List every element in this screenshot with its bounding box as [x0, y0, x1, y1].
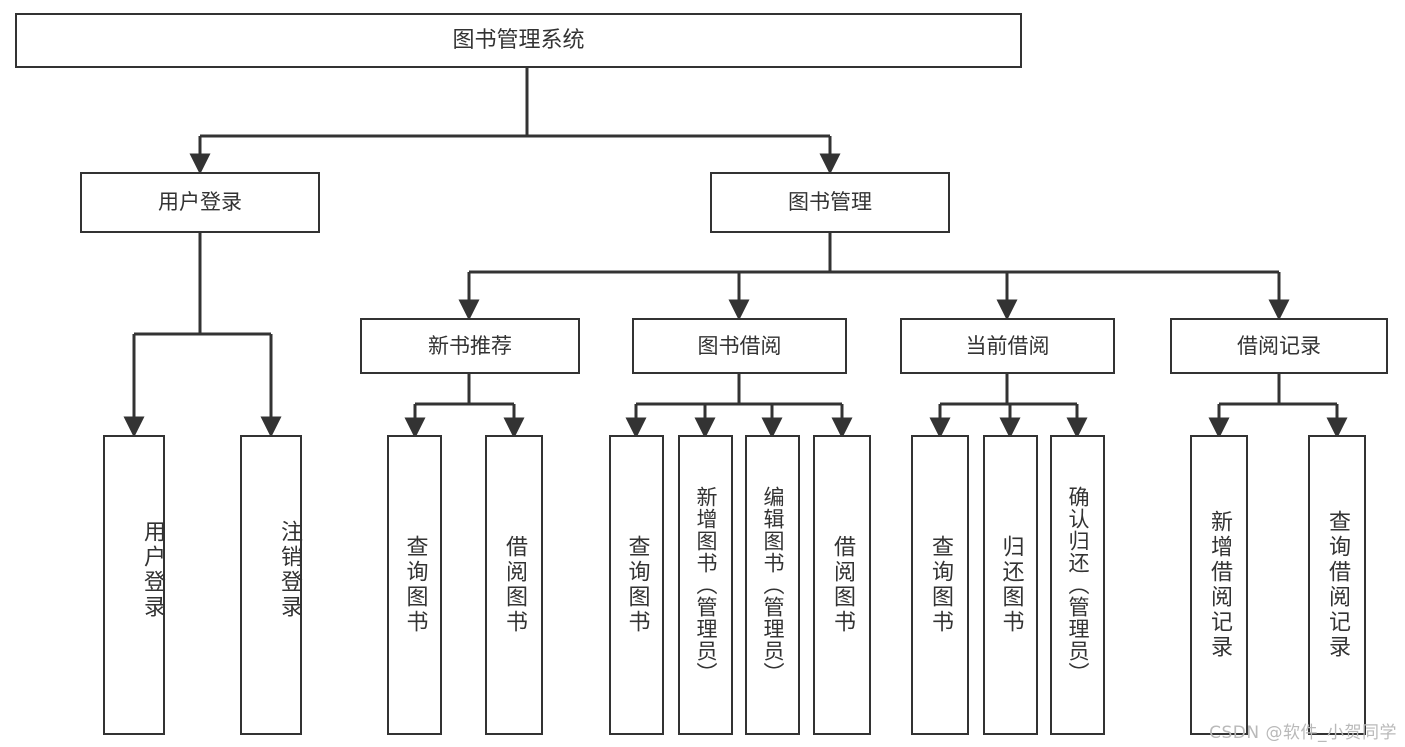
node-user-login[interactable]: 用户登录 [80, 172, 320, 233]
node-book-borrow[interactable]: 图书借阅 [632, 318, 847, 374]
leaf-logout[interactable]: 注销登录 [240, 435, 302, 735]
leaf-borrow-book-nbr-label: 借阅图书 [502, 535, 527, 635]
leaf-query-book-cb-label: 查询图书 [928, 535, 953, 635]
node-borrow-record-label: 借阅记录 [1237, 333, 1321, 358]
leaf-query-book-nbr[interactable]: 查询图书 [387, 435, 442, 735]
leaf-return-book[interactable]: 归还图书 [983, 435, 1038, 735]
leaf-query-book-bb[interactable]: 查询图书 [609, 435, 664, 735]
leaf-add-borrow-record-label: 新增借阅记录 [1207, 510, 1232, 660]
node-current-borrow[interactable]: 当前借阅 [900, 318, 1115, 374]
leaf-query-book-nbr-label: 查询图书 [402, 535, 428, 635]
node-current-borrow-label: 当前借阅 [965, 333, 1050, 358]
leaf-logout-label: 注销登录 [277, 520, 302, 620]
leaf-edit-book-admin[interactable]: 编辑图书（管理员） [745, 435, 800, 735]
leaf-query-book-cb[interactable]: 查询图书 [911, 435, 969, 735]
node-book-management[interactable]: 图书管理 [710, 172, 950, 233]
leaf-add-book-admin-label: 新增图书（管理员） [694, 486, 718, 684]
leaf-confirm-return-admin-label: 确认归还（管理员） [1066, 486, 1090, 684]
leaf-borrow-book-nbr[interactable]: 借阅图书 [485, 435, 543, 735]
leaf-edit-book-admin-label: 编辑图书（管理员） [761, 486, 785, 684]
leaf-add-borrow-record[interactable]: 新增借阅记录 [1190, 435, 1248, 735]
leaf-return-book-label: 归还图书 [998, 535, 1024, 635]
node-book-borrow-label: 图书借阅 [697, 333, 782, 358]
leaf-user-login-label: 用户登录 [140, 520, 165, 620]
node-user-login-label: 用户登录 [158, 190, 242, 215]
leaf-borrow-book-bb-label: 借阅图书 [830, 535, 855, 635]
node-new-book-recommend-label: 新书推荐 [428, 333, 512, 358]
node-root-label: 图书管理系统 [452, 27, 585, 53]
leaf-query-borrow-record-label: 查询借阅记录 [1325, 510, 1350, 660]
leaf-query-book-bb-label: 查询图书 [624, 535, 650, 635]
node-root[interactable]: 图书管理系统 [15, 13, 1022, 68]
watermark: CSDN @软件_小贺同学 [1209, 723, 1397, 743]
node-borrow-record[interactable]: 借阅记录 [1170, 318, 1388, 374]
node-new-book-recommend[interactable]: 新书推荐 [360, 318, 580, 374]
leaf-query-borrow-record[interactable]: 查询借阅记录 [1308, 435, 1366, 735]
node-book-management-label: 图书管理 [788, 190, 872, 215]
leaf-add-book-admin[interactable]: 新增图书（管理员） [678, 435, 733, 735]
leaf-confirm-return-admin[interactable]: 确认归还（管理员） [1050, 435, 1105, 735]
leaf-borrow-book-bb[interactable]: 借阅图书 [813, 435, 871, 735]
leaf-user-login[interactable]: 用户登录 [103, 435, 165, 735]
